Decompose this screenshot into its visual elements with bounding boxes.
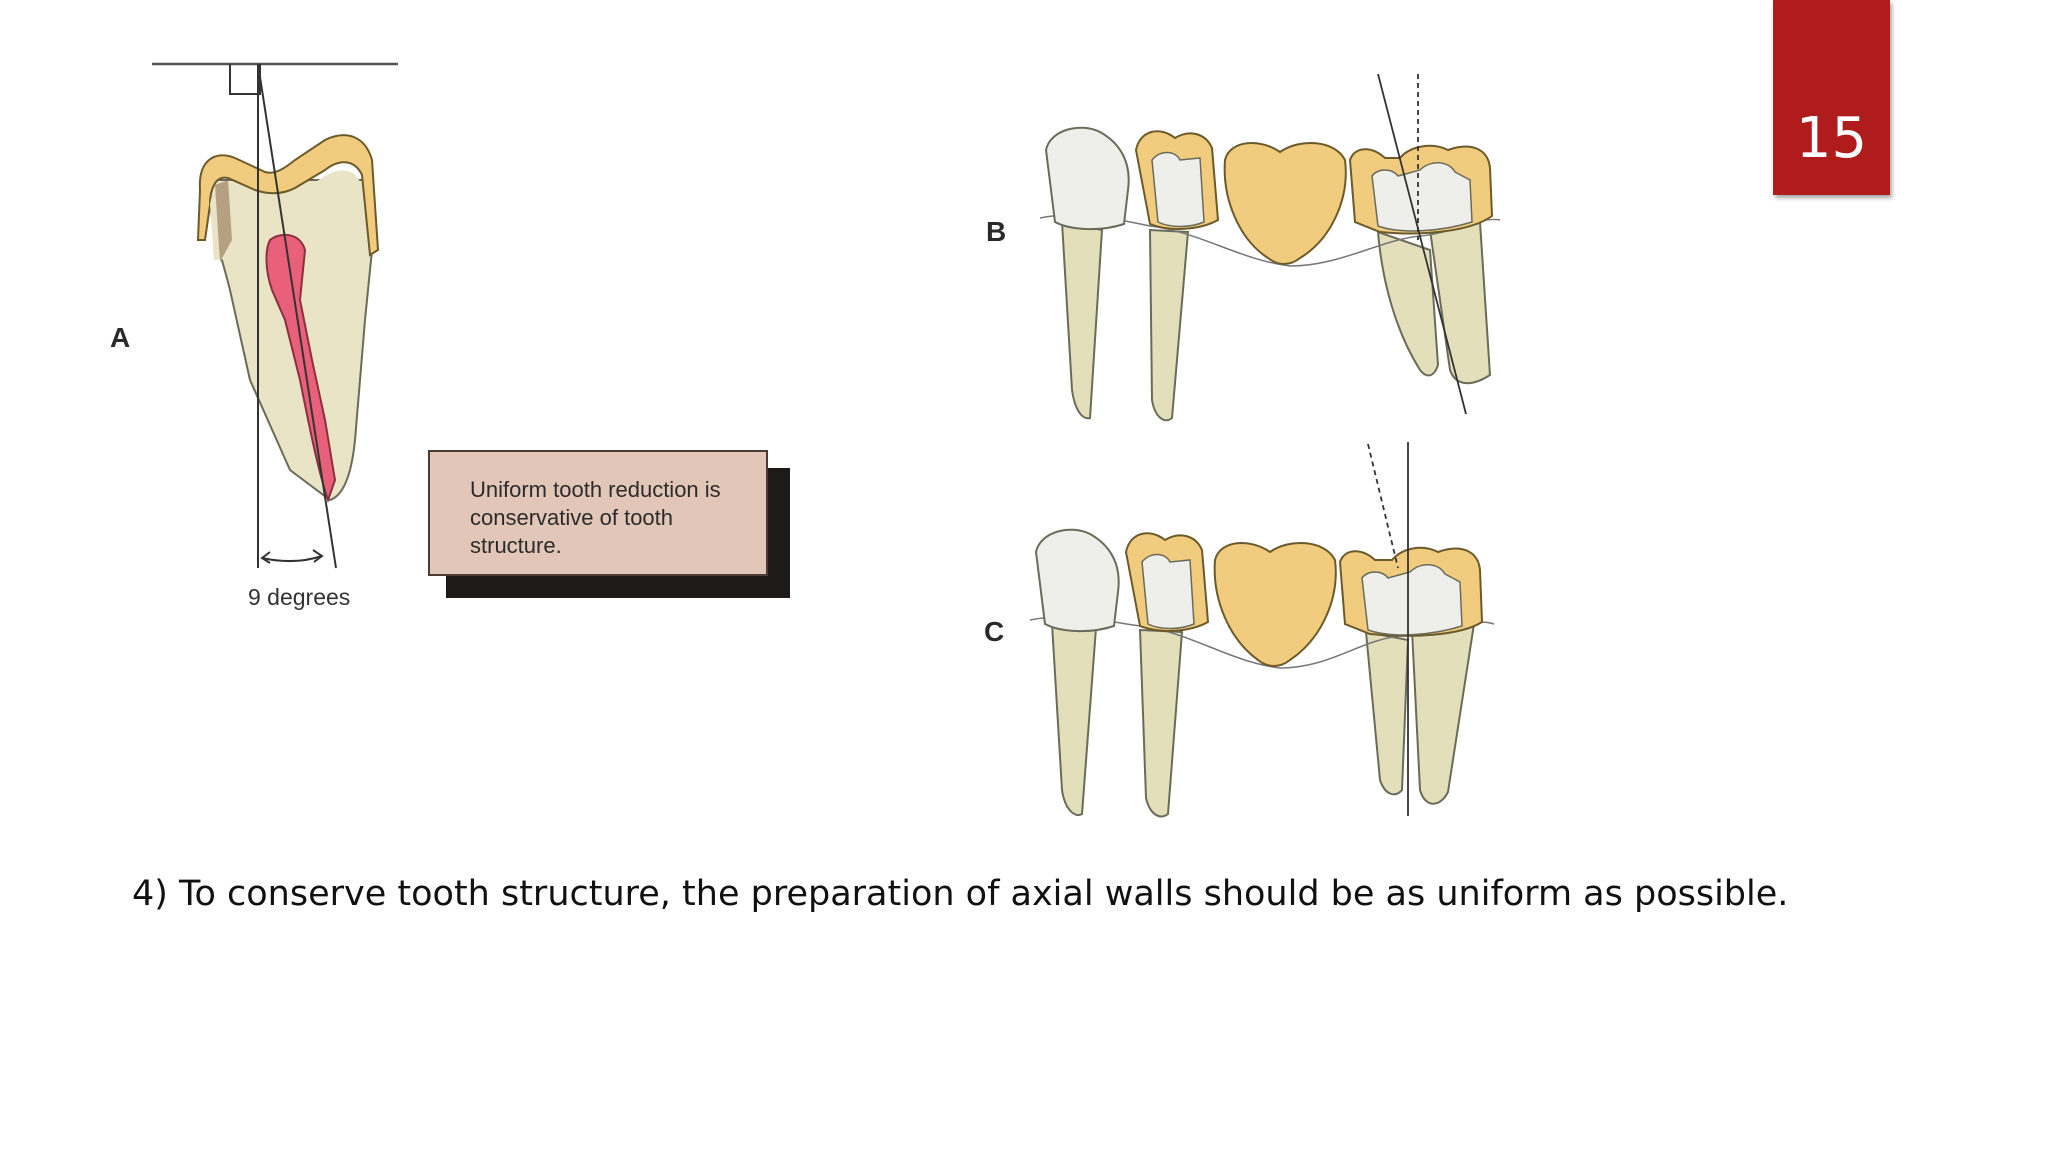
page-number: 15 — [1795, 106, 1868, 171]
panel-b-bridge — [1039, 73, 1501, 422]
page-number-badge: 15 — [1773, 0, 1890, 195]
panel-c-bridge — [1029, 442, 1495, 818]
panel-c-label: C — [984, 616, 1005, 647]
panel-a-label: A — [110, 322, 131, 353]
panel-a-tooth — [152, 62, 398, 569]
note-box: Uniform tooth reduction is conservative … — [428, 450, 768, 576]
note-text: Uniform tooth reduction is conservative … — [470, 477, 721, 558]
panel-b-label: B — [986, 216, 1007, 247]
slide-caption: 4) To conserve tooth structure, the prep… — [132, 874, 1789, 914]
angle-label: 9 degrees — [248, 584, 351, 610]
